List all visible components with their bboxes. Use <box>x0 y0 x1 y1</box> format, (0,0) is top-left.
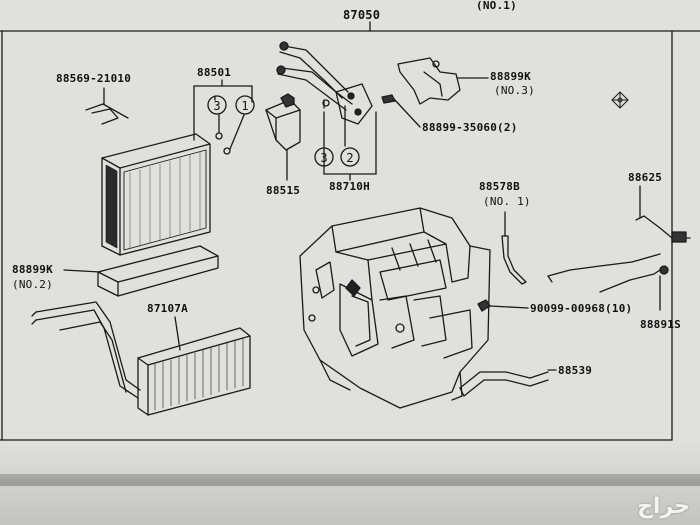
part-label-88569-21010: 88569-21010 <box>56 72 132 85</box>
oring-circle-2 <box>340 147 360 167</box>
part-label-88899k-no3: 88899K <box>490 70 531 83</box>
tray-bracket-drawing <box>97 245 219 297</box>
thermistor-drawing <box>547 185 691 283</box>
evaporator-core-drawing <box>101 133 211 256</box>
part-label-no3: (NO.3) <box>494 84 535 97</box>
bolt-drawing <box>381 94 421 128</box>
tube-kit-bracket <box>322 99 377 181</box>
bracket-no3-drawing <box>397 57 489 105</box>
tube-kit-drawing <box>276 41 373 125</box>
ac-unit-housing-drawing <box>299 207 491 409</box>
evaporator-assembly-drawing <box>31 301 251 416</box>
part-label-88899k-no2: 88899K <box>12 263 53 276</box>
part-label-87050: 87050 <box>343 8 381 22</box>
part-label-no1-top: (NO.1) <box>476 0 517 12</box>
part-label-88578b: 88578B <box>479 180 520 193</box>
part-label-88899-35060: 88899-35060(2) <box>422 121 518 134</box>
expansion-valve-drawing <box>265 93 301 181</box>
screw-part-drawing <box>85 87 129 125</box>
part-label-no2: (NO.2) <box>12 278 53 291</box>
oring-small-2 <box>223 147 231 155</box>
part-label-90099-00968: 90099-00968(10) <box>530 302 633 315</box>
part-label-88625: 88625 <box>628 171 663 184</box>
part-label-88501: 88501 <box>197 66 232 79</box>
wire-right-drawing <box>599 265 669 311</box>
oring-small-1 <box>215 132 223 140</box>
valve-kit-bracket <box>193 79 253 141</box>
oring-number-3b: 3 <box>320 151 327 165</box>
oring-circle-3b <box>314 147 334 167</box>
drain-hose-drawing <box>459 369 557 397</box>
leader-evaporator <box>174 316 181 351</box>
watermark-logo: حراج <box>637 494 690 519</box>
part-label-88710h: 88710H <box>329 180 370 193</box>
oring-circle-3a <box>207 95 227 115</box>
part-label-88539: 88539 <box>558 364 593 377</box>
compass-icon <box>611 91 629 109</box>
leader-bracket-no2 <box>63 269 101 273</box>
oring-circle-1 <box>235 95 255 115</box>
oring-number-3a: 3 <box>213 99 220 113</box>
part-label-88515: 88515 <box>266 184 301 197</box>
part-label-no1-sensor: (NO. 1) <box>483 195 531 208</box>
oring-number-2: 2 <box>346 151 353 165</box>
part-label-87107a: 87107A <box>147 302 188 315</box>
oring-number-1: 1 <box>241 99 248 113</box>
sensor-no1-drawing <box>501 211 527 285</box>
part-label-88891s: 88891S <box>640 318 681 331</box>
screw-right-drawing <box>477 299 529 312</box>
screen-bottom-bar <box>0 474 700 486</box>
